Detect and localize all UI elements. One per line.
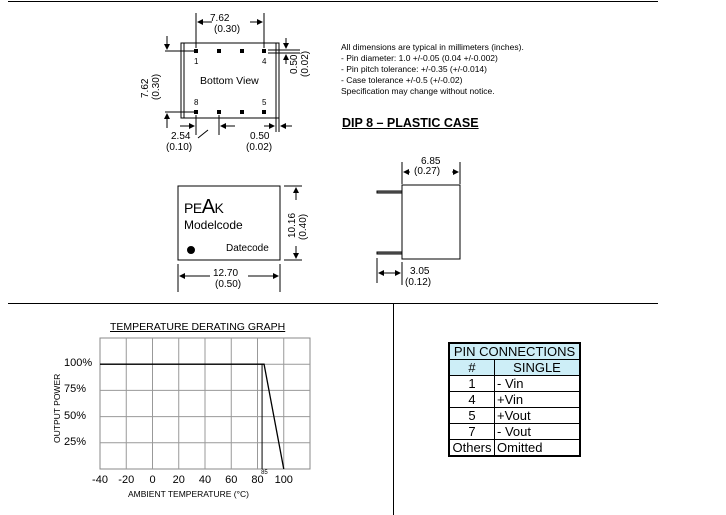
bv-width-in: (0.30) (214, 24, 241, 35)
bottom-view-outline (164, 13, 300, 139)
tv-width-in: (0.50) (215, 279, 242, 290)
sv-pin-mm: 3.05 (410, 266, 430, 277)
sv-depth-in: (0.27) (414, 166, 441, 177)
note-line: - Pin pitch tolerance: +/-0.35 (+/-0.014… (341, 64, 487, 74)
y-axis-label: OUTPUT POWER (52, 373, 62, 443)
note-line: - Pin diameter: 1.0 +/-0.05 (0.04 +/-0.0… (341, 53, 498, 63)
x-tick-label: -40 (92, 474, 108, 486)
x-tick-label: 20 (172, 474, 185, 486)
bv-offset-in: (0.02) (300, 50, 311, 77)
table-row: 4+Vin (448, 391, 581, 408)
pin-connections-table: PIN CONNECTIONS #SINGLE 1- Vin 4+Vin 5+V… (448, 342, 581, 457)
pin-number: Others (448, 439, 495, 457)
column-divider (393, 303, 394, 515)
pin-function: +Vin (494, 391, 581, 408)
pin-function: +Vout (494, 407, 581, 424)
table-row: 7- Vout (448, 423, 581, 440)
modelcode-label: Modelcode (184, 218, 243, 232)
pin-number: 4 (448, 391, 495, 408)
bv-height-mm: 7.62 (140, 78, 151, 98)
pitch-in: (0.10) (166, 142, 193, 153)
side-view-outline (376, 162, 461, 285)
x-tick-label: 0 (149, 474, 156, 486)
annotation-85: 85 (261, 470, 268, 476)
y-tick-label: 75% (64, 383, 87, 396)
chart-title: TEMPERATURE DERATING GRAPH (110, 321, 286, 333)
datecode-label: Datecode (226, 243, 269, 254)
pin-function: - Vin (494, 375, 581, 392)
note-line: All dimensions are typical in millimeter… (341, 42, 524, 52)
pin-label: 5 (262, 98, 267, 107)
x-tick-label: 80 (251, 474, 264, 486)
y-tick-label: 100% (64, 357, 93, 370)
x-tick-label: 40 (198, 474, 212, 486)
x-tick-label: 60 (225, 474, 238, 486)
column-header: # (448, 359, 495, 376)
column-header: SINGLE (494, 359, 581, 376)
bv-offset-mm: 0.50 (289, 54, 300, 74)
pitch-mm: 2.54 (171, 131, 191, 142)
pin-label: 4 (262, 57, 267, 66)
edge-mm: 0.50 (250, 131, 270, 142)
note-line: Specification may change without notice. (341, 86, 495, 96)
table-row: 1- Vin (448, 375, 581, 392)
pin-function: - Vout (494, 423, 581, 440)
peak-logo: PEAK (184, 196, 224, 218)
top-rule (8, 1, 658, 2)
sv-depth-mm: 6.85 (421, 156, 441, 167)
x-tick-label: -20 (118, 474, 135, 486)
tv-width-mm: 12.70 (213, 268, 239, 279)
package-title: DIP 8 – PLASTIC CASE (342, 116, 479, 130)
dimension-notes: All dimensions are typical in millimeter… (341, 42, 524, 97)
bv-height-in: (0.30) (151, 73, 162, 100)
pin-label: 8 (194, 98, 199, 107)
series-line (100, 363, 285, 470)
derating-chart (99, 337, 311, 470)
table-row: 5+Vout (448, 407, 581, 424)
edge-in: (0.02) (246, 142, 273, 153)
tv-height-mm: 10.16 (287, 212, 298, 238)
x-tick-label: 100 (274, 474, 293, 486)
y-tick-label: 50% (64, 409, 87, 422)
bv-width-mm: 7.62 (210, 13, 230, 24)
tv-height-in: (0.40) (298, 213, 309, 240)
top-view-outline (177, 185, 302, 292)
bottom-view-label: Bottom View (200, 75, 259, 87)
pin-number: 1 (448, 375, 495, 392)
x-axis-label: AMBIENT TEMPERATURE (°C) (128, 489, 249, 499)
y-tick-label: 25% (64, 435, 87, 448)
pin-label: 1 (194, 57, 199, 66)
pin-number: 7 (448, 423, 495, 440)
note-line: - Case tolerance +/-0.5 (+/-0.02) (341, 75, 463, 85)
section-divider (8, 303, 658, 304)
table-title: PIN CONNECTIONS (448, 342, 581, 360)
sv-pin-in: (0.12) (405, 277, 432, 288)
pin-number: 5 (448, 407, 495, 424)
pin-function: Omitted (494, 439, 581, 457)
